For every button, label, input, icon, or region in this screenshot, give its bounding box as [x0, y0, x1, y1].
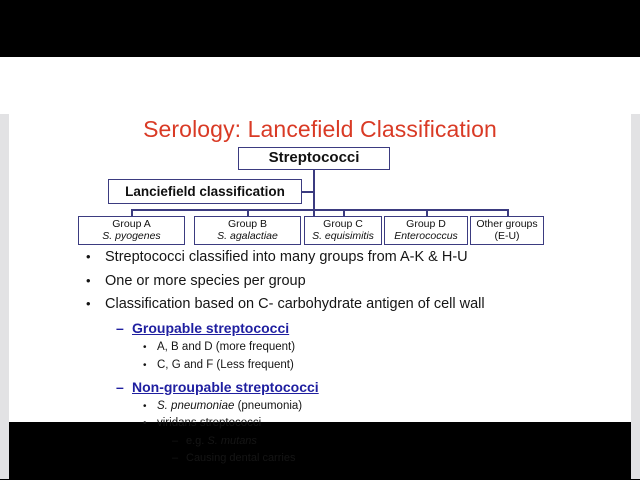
bullet-level1-text-2: One or more species per group [105, 272, 306, 289]
bullet-dot-marker: • [143, 400, 147, 412]
heading-non-groupable-streptococci: – Non-groupable streptococci [0, 379, 640, 395]
diagram-node-lanciefield-classification: Lanciefield classification [108, 179, 302, 204]
group-b-name: Group B [227, 218, 268, 230]
bullet-level1-text-1: Streptococci classified into many groups… [105, 249, 468, 265]
diagram-node-group-a: Group A S. pyogenes [78, 216, 185, 245]
bullet-dash-marker: – [172, 434, 179, 447]
group-b-species: S. agalactiae [217, 229, 278, 242]
bullet-dash-marker: – [116, 378, 124, 395]
diagram-node-group-d: Group D Enterococcus [384, 216, 468, 245]
group-c-species: S. equisimitis [312, 229, 374, 242]
bullet-dot-marker: • [143, 342, 147, 353]
bullet-level4-item: – e.g. S. mutans [0, 435, 640, 447]
bullet-list: • Streptococci classified into many grou… [0, 249, 640, 470]
bullet-level1-text-3: Classification based on C- carbohydrate … [105, 296, 485, 312]
bullet-dot-marker: • [86, 249, 91, 264]
other-groups-range: (E-U) [494, 229, 520, 242]
connector-branch-stub [302, 191, 314, 193]
connector-drop-group-b [247, 209, 249, 217]
viridans-example: e.g. S. mutans [186, 435, 257, 447]
bullet-level1-item: • Streptococci classified into many grou… [0, 249, 640, 265]
other-groups-name: Other groups [476, 218, 538, 230]
diagram-node-group-c: Group C S. equisimitis [304, 216, 382, 245]
groupable-item-1: A, B and D (more frequent) [157, 341, 296, 353]
bullet-level3-item: • C, G and F (Less frequent) [0, 359, 640, 371]
connector-drop-other-groups [507, 209, 509, 217]
heading-groupable-streptococci: – Groupable streptococci [0, 320, 640, 336]
group-a-name: Group A [112, 218, 151, 230]
bullet-dot-marker: • [86, 272, 91, 288]
group-a-species: S. pyogenes [102, 229, 161, 242]
groupable-item-2: C, G and F (Less frequent) [157, 358, 294, 371]
slide-canvas: Serology: Lancefield Classification Stre… [0, 57, 640, 479]
bullet-dot-marker: • [143, 359, 147, 371]
non-groupable-item-viridans: viridans streptococci [157, 417, 262, 429]
viridans-effect: Causing dental carries [186, 452, 296, 464]
group-d-species: Enterococcus [394, 229, 458, 242]
heading-non-groupable-text: Non-groupable streptococci [132, 378, 319, 395]
example-prefix: e.g. [186, 434, 208, 447]
slide-left-edge-strip [0, 114, 9, 479]
diagram-node-streptococci: Streptococci [238, 147, 390, 170]
species-note-pneumonia: (pneumonia) [234, 399, 303, 412]
connector-drop-group-c [343, 209, 345, 217]
group-d-name: Group D [406, 218, 446, 230]
bullet-dot-marker: • [86, 296, 91, 311]
bullet-level3-item: • A, B and D (more frequent) [0, 341, 640, 353]
connector-drop-group-a [131, 209, 133, 217]
bullet-level3-item: • viridans streptococci [0, 417, 640, 429]
bullet-level4-item: – Causing dental carries [0, 452, 640, 464]
connector-group-bus [131, 209, 507, 211]
connector-drop-group-d [426, 209, 428, 217]
bullet-dash-marker: – [172, 452, 179, 464]
bullet-level3-item: • S. pneumoniae (pneumonia) [0, 400, 640, 412]
bullet-level1-item: • One or more species per group [0, 273, 640, 289]
species-name-s-pneumoniae: S. pneumoniae [157, 399, 235, 412]
bullet-level1-item: • Classification based on C- carbohydrat… [0, 296, 640, 312]
heading-groupable-text: Groupable streptococci [132, 320, 290, 336]
diagram-node-other-groups: Other groups (E-U) [470, 216, 544, 245]
slide-right-edge-strip [631, 114, 640, 479]
bullet-dot-marker: • [143, 418, 147, 429]
non-groupable-item-pneumoniae: S. pneumoniae (pneumonia) [157, 400, 302, 412]
species-name-s-mutans: S. mutans [207, 434, 257, 447]
slide-title: Serology: Lancefield Classification [143, 116, 497, 142]
group-c-name: Group C [323, 218, 363, 230]
bullet-dash-marker: – [116, 320, 124, 336]
diagram-node-group-b: Group B S. agalactiae [194, 216, 301, 245]
